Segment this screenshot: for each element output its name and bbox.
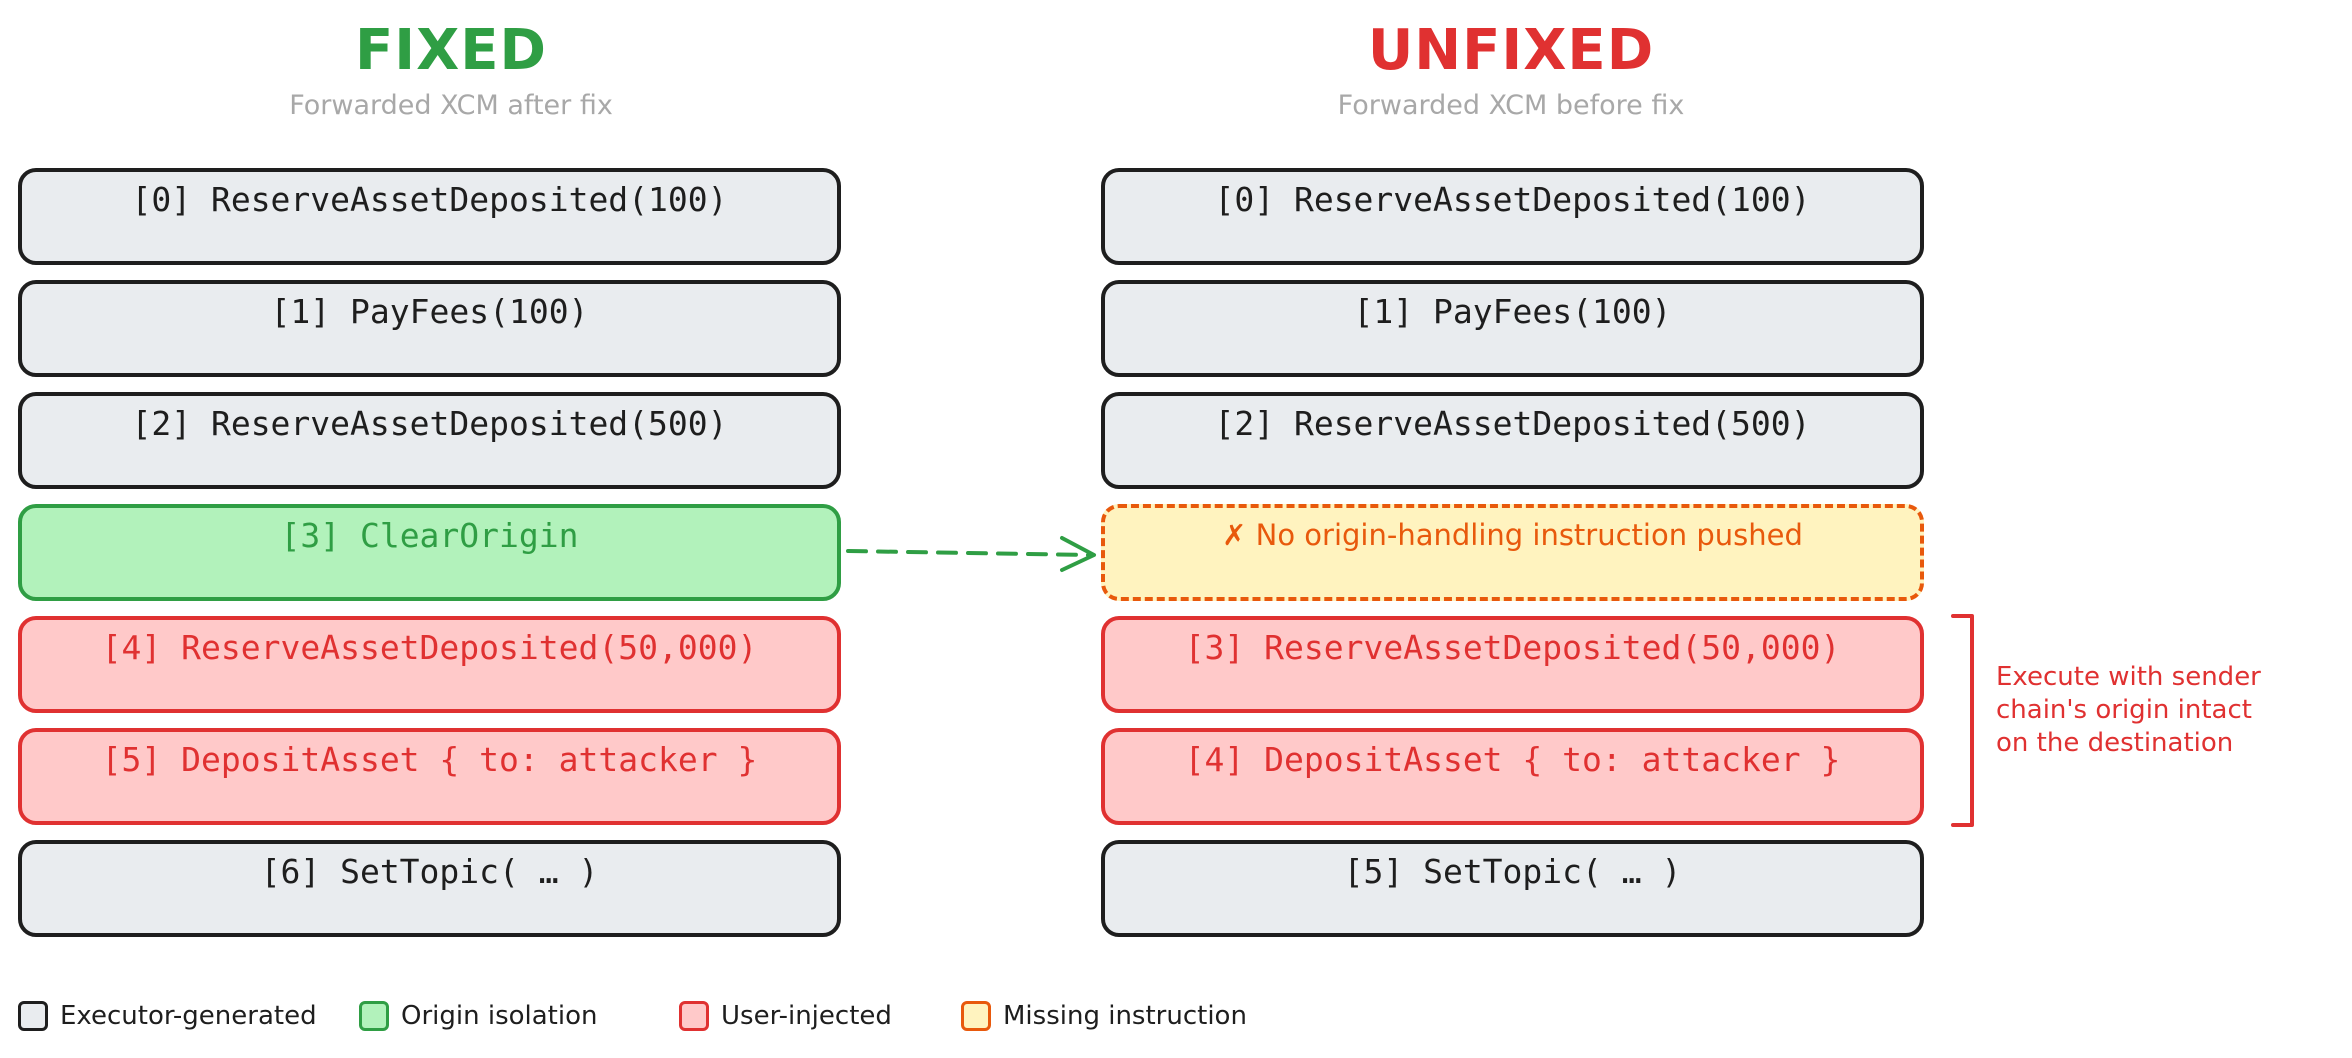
- legend-swatch-executor: [18, 1001, 48, 1031]
- fixed-instruction-5: [5] DepositAsset { to: attacker }: [18, 728, 841, 825]
- legend-missing: Missing instruction: [961, 996, 1247, 1036]
- dashed-arrow: [846, 536, 1096, 572]
- unfixed-instruction-3: [3] ReserveAssetDeposited(50,000): [1101, 616, 1924, 713]
- fixed-subtitle: Forwarded XCM after fix: [289, 90, 613, 121]
- fixed-instruction-3-clear-origin: [3] ClearOrigin: [18, 504, 841, 601]
- unfixed-instruction-5: [5] SetTopic( … ): [1101, 840, 1924, 937]
- fixed-instruction-6: [6] SetTopic( … ): [18, 840, 841, 937]
- bracket-annotation: Execute with sender chain's origin intac…: [1996, 662, 2261, 758]
- unfixed-instruction-4: [4] DepositAsset { to: attacker }: [1101, 728, 1924, 825]
- fixed-instruction-2: [2] ReserveAssetDeposited(500): [18, 392, 841, 489]
- unfixed-instruction-1: [1] PayFees(100): [1101, 280, 1924, 377]
- bracket: [1951, 614, 1974, 827]
- unfixed-instruction-2: [2] ReserveAssetDeposited(500): [1101, 392, 1924, 489]
- fixed-instruction-4: [4] ReserveAssetDeposited(50,000): [18, 616, 841, 713]
- legend-executor: Executor-generated: [18, 996, 317, 1036]
- unfixed-title: UNFIXED: [1367, 18, 1655, 83]
- legend-swatch-origin-isolation: [359, 1001, 389, 1031]
- legend-label-missing: Missing instruction: [1003, 1001, 1247, 1031]
- unfixed-missing-instruction: ✗ No origin-handling instruction pushed: [1101, 504, 1924, 601]
- legend-origin-isolation: Origin isolation: [359, 996, 598, 1036]
- legend-label-user-injected: User-injected: [721, 1001, 892, 1031]
- unfixed-subtitle: Forwarded XCM before fix: [1337, 90, 1685, 121]
- unfixed-instruction-0: [0] ReserveAssetDeposited(100): [1101, 168, 1924, 265]
- legend-label-executor: Executor-generated: [60, 1001, 317, 1031]
- fixed-instruction-1: [1] PayFees(100): [18, 280, 841, 377]
- legend-swatch-missing: [961, 1001, 991, 1031]
- fixed-instruction-0: [0] ReserveAssetDeposited(100): [18, 168, 841, 265]
- legend-swatch-user-injected: [679, 1001, 709, 1031]
- legend-label-origin-isolation: Origin isolation: [401, 1001, 598, 1031]
- fixed-title: FIXED: [354, 18, 547, 83]
- legend-user-injected: User-injected: [679, 996, 892, 1036]
